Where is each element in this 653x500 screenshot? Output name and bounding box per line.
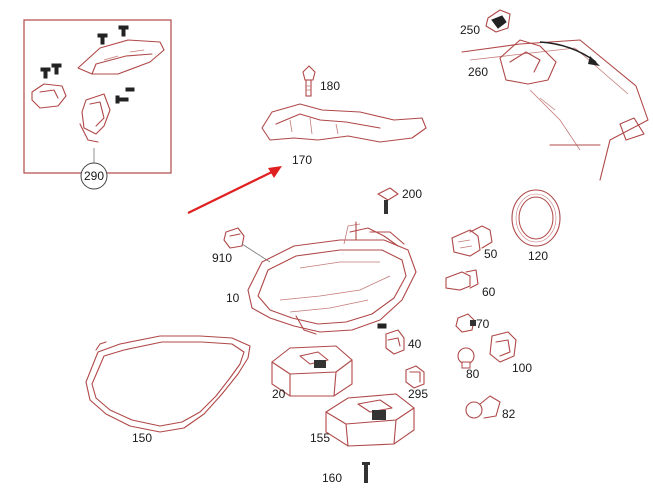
label-100: 100	[512, 361, 532, 375]
part-80-bulb: 80	[457, 347, 480, 381]
part-200: 200	[377, 187, 422, 214]
part-180: 180	[302, 65, 340, 97]
part-150-lens: 150	[85, 335, 251, 445]
part-160-screw: 160	[322, 462, 370, 485]
part-82-bulb: 82	[465, 395, 516, 421]
label-70: 70	[476, 317, 490, 331]
part-155-ballast: 155	[310, 393, 415, 447]
label-170: 170	[292, 153, 312, 167]
part-40: 40	[385, 329, 422, 355]
label-80: 80	[466, 367, 480, 381]
label-120: 120	[528, 249, 548, 263]
inset-box: 290	[23, 19, 172, 190]
label-60: 60	[482, 285, 496, 299]
label-200: 200	[402, 187, 422, 201]
label-155: 155	[310, 431, 330, 445]
part-910: 910	[212, 227, 271, 265]
label-150: 150	[132, 431, 152, 445]
part-10-headlamp: 10	[226, 221, 417, 335]
label-180: 180	[320, 79, 340, 93]
part-20-ballast: 20	[271, 345, 353, 401]
label-260: 260	[468, 65, 488, 79]
label-10: 10	[226, 291, 240, 305]
part-60-bulb: 60	[445, 269, 496, 299]
part-120-cap: 120	[511, 189, 561, 263]
part-100: 100	[489, 331, 532, 375]
label-910: 910	[212, 251, 232, 265]
label-40: 40	[408, 337, 422, 351]
red-arrow	[187, 166, 282, 214]
part-70-bulb: 70	[455, 313, 490, 333]
label-295: 295	[408, 387, 428, 401]
label-250: 250	[460, 23, 480, 37]
label-50: 50	[484, 247, 498, 261]
label-20: 20	[272, 387, 286, 401]
part-295: 295	[405, 365, 428, 401]
part-50-bulb: 50	[451, 225, 498, 261]
label-290: 290	[84, 169, 104, 183]
windshield-camera: 250 260	[460, 9, 649, 181]
label-82: 82	[502, 407, 516, 421]
label-160: 160	[322, 471, 342, 485]
part-170: 170	[261, 103, 427, 167]
